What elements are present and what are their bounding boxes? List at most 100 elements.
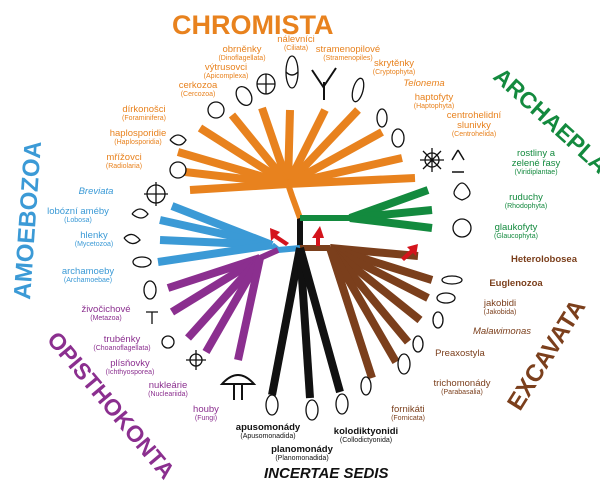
branch-nalevnici — [284, 109, 294, 185]
branch-skrytenky — [285, 107, 361, 187]
taxon-name: obrněnky — [222, 44, 261, 55]
mushroom-icon — [219, 374, 257, 400]
taxon-name: dírkonošci — [122, 104, 165, 115]
nuclearia-icon-spines — [186, 350, 206, 370]
ichthyosporea-icon — [161, 335, 175, 349]
taxon-name: Malawimonas — [473, 326, 531, 337]
taxon-latin: (Choanoflagellata) — [93, 345, 150, 352]
mycetozoa-icon — [123, 233, 141, 245]
branch-cerkozoa — [197, 124, 291, 188]
branch-mrizovci — [189, 180, 289, 194]
taxon-name: trubénky — [104, 334, 141, 345]
taxon-name: kolodiktyonidi — [334, 426, 398, 437]
supergroup-chromista: CHROMISTA — [172, 10, 334, 40]
taxon-latin: (Fornicata) — [391, 415, 425, 422]
taxon-name: nukleárie — [149, 380, 188, 391]
branch-telonema — [286, 128, 384, 188]
apicomplexa-icon — [235, 86, 253, 106]
taxon-latin: (Archamoebae) — [64, 277, 112, 284]
supergroup-incertae-sedis: INCERTAE SEDIS — [264, 465, 388, 482]
cercozoa-icon — [207, 101, 225, 119]
haptophyte-icon — [391, 128, 405, 148]
telonema-icon — [376, 108, 388, 128]
preaxostyla-icon — [412, 335, 424, 353]
taxon-latin: (Cryptophyta) — [373, 69, 415, 76]
euglenozoa-icon — [441, 275, 463, 285]
taxon-latin: (Glaucophyta) — [494, 233, 538, 240]
excavata-labels: Heterolobosea Euglenozoa jakobidi (Jakob… — [391, 254, 578, 422]
taxon-name: cerkozoa — [179, 80, 218, 91]
taxon-latin: (Centrohelida) — [452, 131, 496, 138]
chromista-labels: nálevníci (Ciliata) obrněnky (Dinoflagel… — [106, 34, 502, 170]
taxon-latin: (Nucleariida) — [148, 391, 188, 398]
supergroup-amoebozoa: AMOEBOZOA — [9, 140, 47, 300]
radiolaria-icon-spines — [144, 182, 168, 206]
opisthokonta-branches — [166, 254, 264, 361]
parabasalia-icon — [397, 353, 411, 375]
tree-branches — [157, 106, 434, 399]
jakobid-icon — [436, 292, 456, 304]
taxon-name: hlenky — [80, 230, 108, 241]
amoebozoa-branches — [157, 202, 274, 266]
centrohelid-icon-spines — [420, 148, 444, 172]
taxon-name-line2: slunivky — [457, 120, 491, 131]
branch-glaukofyty — [349, 214, 433, 232]
apusomonad-icon — [265, 394, 279, 416]
taxon-name: Euglenozoa — [489, 278, 543, 289]
malawimonas-icon — [432, 311, 444, 329]
amoebozoa-labels: Breviata lobózní améby (Lobosa) hlenky (… — [47, 186, 114, 284]
supergroup-archaeplastida: ARCHAEPLASTIDA — [489, 62, 600, 224]
taxon-name: archamoeby — [62, 266, 115, 277]
taxon-latin: (Rhodophyta) — [505, 203, 547, 210]
taxon-latin: (Apusomonadida) — [240, 433, 295, 440]
organism-sketches — [123, 55, 472, 421]
taxon-latin: (Jakobida) — [484, 309, 517, 316]
branch-kolodiktyonidi — [296, 246, 344, 394]
lobosa-icon — [131, 208, 149, 219]
foraminifera-icon — [169, 134, 187, 146]
taxon-latin: (Apicomplexa) — [204, 73, 249, 80]
taxon-name: trichomonády — [433, 378, 490, 389]
archamoeba-icon — [132, 256, 152, 268]
taxon-name: skrytěnky — [374, 58, 414, 69]
branch-nuklearie — [202, 256, 264, 354]
taxon-name: glaukofyty — [495, 222, 538, 233]
taxon-name: stramenopilové — [316, 44, 380, 55]
excavata-branches — [326, 244, 434, 380]
branch-apusomonady — [268, 247, 304, 396]
taxon-latin: (Metazoa) — [90, 315, 122, 322]
taxon-latin: (Foraminifera) — [122, 115, 166, 122]
taxon-name-line2: zelené řasy — [512, 158, 561, 169]
plant-icon — [451, 149, 465, 173]
branch-fornikati — [326, 246, 376, 380]
branch-chromista-stem — [285, 183, 303, 220]
taxon-latin: (Haplosporidia) — [114, 139, 161, 146]
branch-houby — [234, 257, 264, 361]
taxon-name: Heterolobosea — [511, 254, 578, 265]
taxon-name: haplosporidie — [110, 128, 167, 139]
taxon-name: Preaxostyla — [435, 348, 485, 359]
branch-obrnenky — [258, 106, 292, 186]
taxon-name: lobózní améby — [47, 206, 109, 217]
branch-trichomonady — [326, 245, 400, 365]
taxon-latin: (Parabasalia) — [441, 389, 483, 396]
taxon-name: centrohelidní — [447, 110, 502, 121]
stramenopile-icon — [311, 67, 337, 100]
taxon-latin: (Ichthyosporea) — [106, 369, 155, 376]
cryptophyte-icon — [351, 77, 365, 103]
taxon-latin: (Lobosa) — [64, 217, 92, 224]
taxon-name: plísňovky — [110, 358, 150, 369]
taxon-latin: (Haptophyta) — [414, 103, 454, 110]
taxon-name: Telonema — [403, 78, 444, 89]
taxon-latin: (Planomonadida) — [275, 455, 328, 462]
taxon-name: rostliny a — [517, 148, 556, 159]
taxon-latin: (Viridiplantae) — [514, 169, 557, 176]
taxon-name: jakobidi — [483, 298, 516, 309]
archaeplastida-branches — [348, 186, 433, 232]
choanoflagellate-icon — [146, 311, 158, 324]
taxon-latin: (Fungi) — [195, 415, 217, 422]
taxon-latin: (Cercozoa) — [181, 91, 216, 98]
taxon-name: houby — [193, 404, 219, 415]
ciliate-icon-detail — [285, 71, 299, 76]
